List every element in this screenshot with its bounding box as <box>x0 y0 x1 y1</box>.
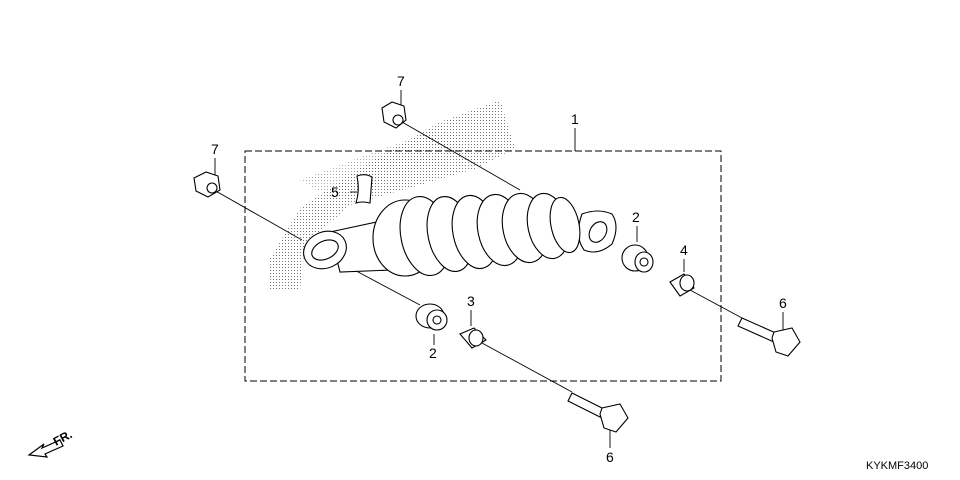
callout-4: 4 <box>680 242 688 258</box>
bushing-lower <box>621 244 654 273</box>
collar-lower <box>669 273 695 297</box>
nut-top <box>381 101 407 129</box>
label-part <box>355 174 373 204</box>
callout-1: 1 <box>571 111 579 127</box>
collar-upper <box>459 327 487 349</box>
callout-2-upper-bushing: 2 <box>429 345 437 361</box>
callout-6-lower-bolt: 6 <box>779 295 787 311</box>
callout-2-lower-bushing: 2 <box>632 209 640 225</box>
diagram-code: KYKMF3400 <box>866 460 928 472</box>
nut-left <box>193 171 221 198</box>
spring-coils <box>372 192 581 277</box>
frame-silhouette <box>268 100 515 290</box>
bolt-lower <box>737 317 801 357</box>
front-direction-arrow-icon: FR. <box>27 427 74 458</box>
callout-7-top-nut: 7 <box>397 73 405 89</box>
bushing-upper <box>415 303 448 331</box>
callout-3: 3 <box>467 293 475 309</box>
bolt-upper <box>567 392 629 433</box>
callout-5: 5 <box>331 184 339 200</box>
callout-6-upper-bolt: 6 <box>606 449 614 465</box>
rear-shock-absorber <box>303 192 617 277</box>
callout-7-left-nut: 7 <box>211 141 219 157</box>
assembly-box <box>244 150 722 382</box>
